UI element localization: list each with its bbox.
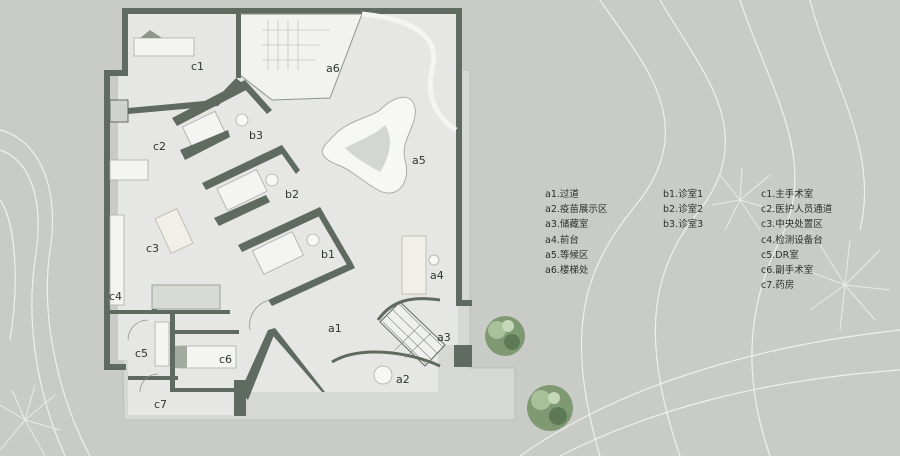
legend-item-a6: a6.楼梯处 [545, 264, 589, 276]
palm-plant-left [0, 384, 61, 456]
room-label-b3: b3 [249, 129, 263, 142]
legend-column-b: b1.诊室1 b2.诊室2 b3.诊室3 [663, 187, 761, 293]
room-label-c6: c6 [219, 353, 232, 366]
room-label-c1: c1 [191, 60, 204, 73]
corner-block [109, 99, 129, 123]
legend-item-a5: a5.等候区 [545, 249, 589, 261]
legend-column-c: c1.主手术室 c2.医护人员通道 c3.中央处置区 c4.检测设备台 c5.D… [761, 187, 871, 293]
legend-item-c3: c3.中央处置区 [761, 219, 823, 231]
room-label-b2: b2 [285, 188, 299, 201]
legend-item-a1: a1.过道 [545, 189, 579, 200]
room-label-c2: c2 [153, 140, 166, 153]
legend-item-c7: c7.药房 [761, 280, 795, 292]
room-label-b1: b1 [321, 248, 335, 261]
room-label-c4: c4 [109, 290, 122, 303]
legend-item-c1: c1.主手术室 [761, 189, 814, 200]
legend-item-b1: b1.诊室1 [663, 189, 704, 200]
vaccine-display-a2 [331, 350, 441, 368]
legend-item-c2: c2.医护人员通道 [761, 204, 833, 216]
room-legend: a1.过道 a2.疫苗展示区 a3.储藏室 a4.前台 a5.等候区 a6.楼梯… [545, 187, 871, 293]
legend-item-c4: c4.检测设备台 [761, 234, 823, 246]
door-swing-a1 [249, 299, 271, 331]
legend-item-b3: b3.诊室3 [663, 219, 704, 231]
counter-c2 [109, 159, 149, 181]
room-label-a4: a4 [430, 269, 444, 282]
room-b1 [238, 207, 355, 306]
room-label-a6: a6 [326, 62, 340, 75]
room-b3 [172, 80, 272, 160]
room-b2 [202, 145, 300, 226]
room-label-a2: a2 [396, 373, 410, 386]
storage-a3 [379, 301, 446, 367]
legend-item-a2: a2.疫苗展示区 [545, 204, 608, 216]
palm-plant-right [711, 167, 891, 331]
treatment-table-c3 [154, 208, 194, 254]
lower-left-rooms [110, 284, 239, 393]
room-label-a1: a1 [328, 322, 342, 335]
legend-column-a: a1.过道 a2.疫苗展示区 a3.储藏室 a4.前台 a5.等候区 a6.楼梯… [545, 187, 663, 293]
tree-lower [527, 385, 573, 431]
room-label-c5: c5 [135, 347, 148, 360]
legend-item-a4: a4.前台 [545, 234, 579, 246]
equipment-bench-c4 [109, 214, 125, 306]
curved-wall-a5 [361, 11, 458, 133]
legend-item-c6: c6.副手术室 [761, 264, 814, 276]
legend-item-a3: a3.储藏室 [545, 219, 589, 231]
room-label-c7: c7 [154, 398, 167, 411]
legend-item-b2: b2.诊室2 [663, 204, 704, 216]
tree-upper [485, 316, 525, 356]
entrance-ramp [268, 328, 325, 392]
room-label-a3: a3 [437, 331, 451, 344]
room-label-a5: a5 [412, 154, 426, 167]
legend-item-c5: c5.DR室 [761, 249, 799, 261]
reception-desk-a4 [401, 235, 427, 295]
room-label-c3: c3 [146, 242, 159, 255]
display-pedestal [373, 365, 393, 385]
